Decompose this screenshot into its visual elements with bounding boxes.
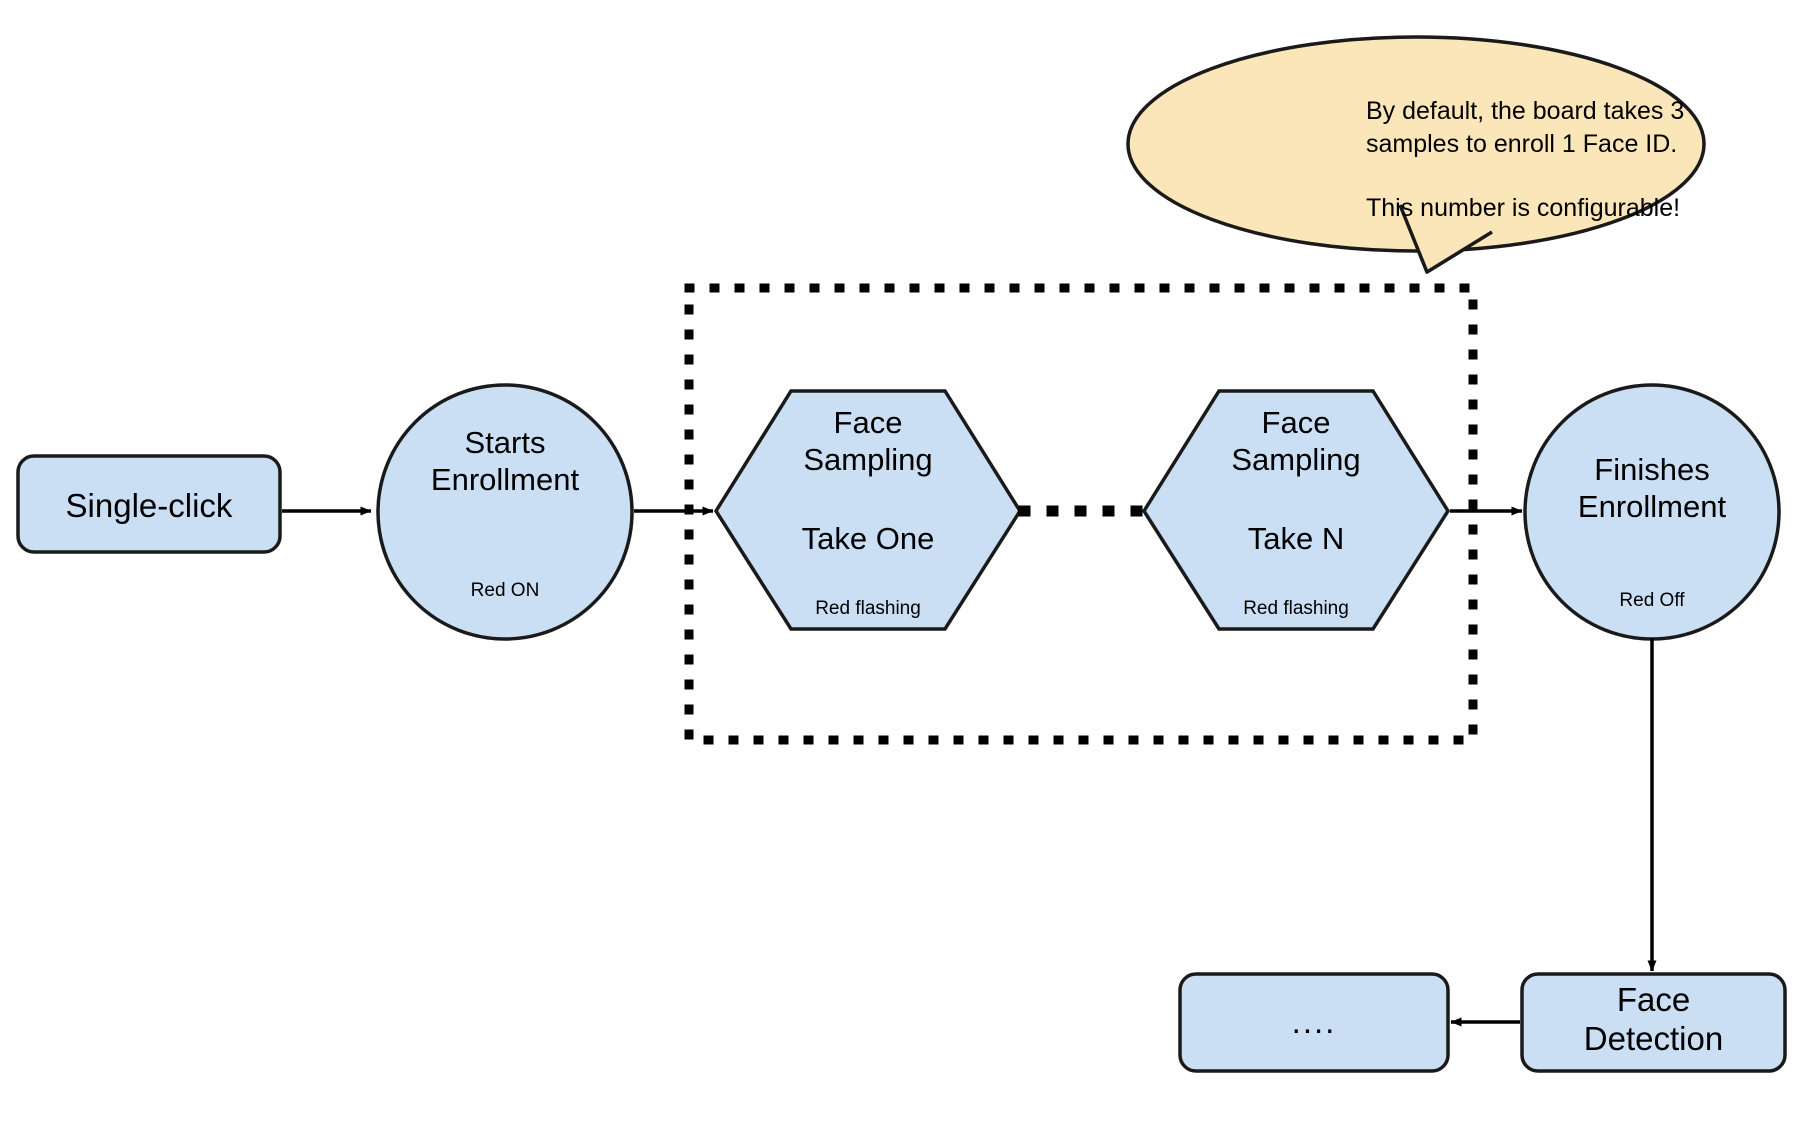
ellipsis-shape[interactable] <box>1178 972 1450 1073</box>
callout-tail-overlay <box>1398 204 1493 274</box>
sampling-loop-group-border <box>684 283 1478 745</box>
single-click-shape[interactable] <box>16 454 282 554</box>
callout-balloon <box>1126 35 1706 253</box>
face-sampling-take-one-shape[interactable] <box>713 389 1023 631</box>
finishes-enrollment-shape[interactable] <box>1523 383 1781 641</box>
face-detection-shape[interactable] <box>1520 972 1787 1073</box>
starts-enrollment-shape[interactable] <box>376 383 634 641</box>
face-sampling-take-n-shape[interactable] <box>1141 389 1451 631</box>
